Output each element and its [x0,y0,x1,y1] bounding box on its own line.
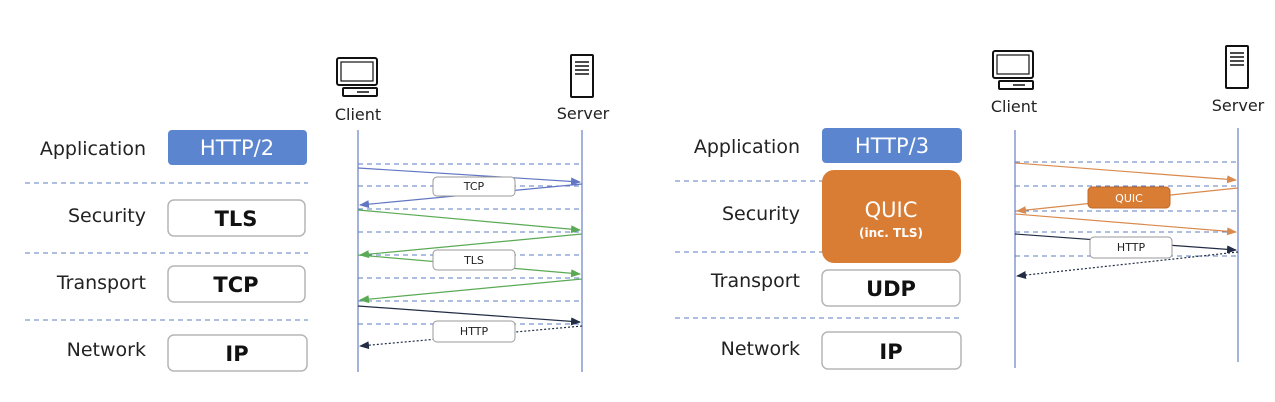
ip-box [821,331,962,370]
layer-label-network: Network [67,339,146,361]
right-diagram: Application Security Transport Network H… [675,45,1265,370]
layer-label-application: Application [40,138,146,160]
layer-label-transport: Transport [710,270,800,292]
tls-arrow-1 [357,209,581,234]
ip-label: IP [879,340,902,364]
http2-box [168,130,307,165]
quic-box [822,170,961,263]
tls-message-label: TLS [463,254,484,267]
tls-message-pill [432,249,516,271]
tcp-arrow-syn [357,167,581,186]
quic-label: QUIC [865,198,918,222]
http-message-label: HTTP [460,325,489,338]
http-arrow-response [1016,251,1239,280]
layer-label-transport: Transport [56,272,146,294]
left-diagram: Application Security Transport Network H… [25,54,610,372]
tls-label: TLS [215,207,258,231]
quic-arrow-finish [1014,213,1237,236]
client-label: Client [991,97,1037,116]
quic-note: (inc. TLS) [859,226,923,240]
tcp-label: TCP [213,273,258,297]
layer-label-application: Application [694,136,800,158]
layer-label-network: Network [721,338,800,360]
ip-label: IP [225,342,248,366]
http-arrow-request [357,305,581,326]
http-message-pill [1089,236,1173,259]
client-label: Client [335,105,381,124]
http-arrow-response [359,325,583,350]
quic-message-label: QUIC [1115,192,1143,205]
udp-label: UDP [866,277,916,301]
quic-arrow-initial [1014,162,1237,184]
tcp-message-label: TCP [463,180,485,193]
computer-icon [336,57,378,97]
udp-box [821,269,961,307]
server-label: Server [1212,96,1265,115]
http3-box [822,128,962,163]
computer-icon [992,50,1034,90]
tls-arrow-4 [359,278,583,304]
server-label: Server [557,104,610,123]
http3-label: HTTP/3 [855,134,929,158]
http2-label: HTTP/2 [200,136,274,160]
quic-message-pill [1087,186,1171,209]
tls-arrow-2 [359,233,583,259]
ip-box [167,334,308,372]
tcp-message-pill [432,176,516,197]
server-icon [570,54,594,98]
tls-box [167,199,306,237]
server-icon [1225,45,1249,89]
http-message-pill [432,320,516,343]
http-message-label: HTTP [1117,241,1146,254]
layer-label-security: Security [722,203,800,225]
layer-label-security: Security [68,205,146,227]
tcp-box [167,265,306,303]
